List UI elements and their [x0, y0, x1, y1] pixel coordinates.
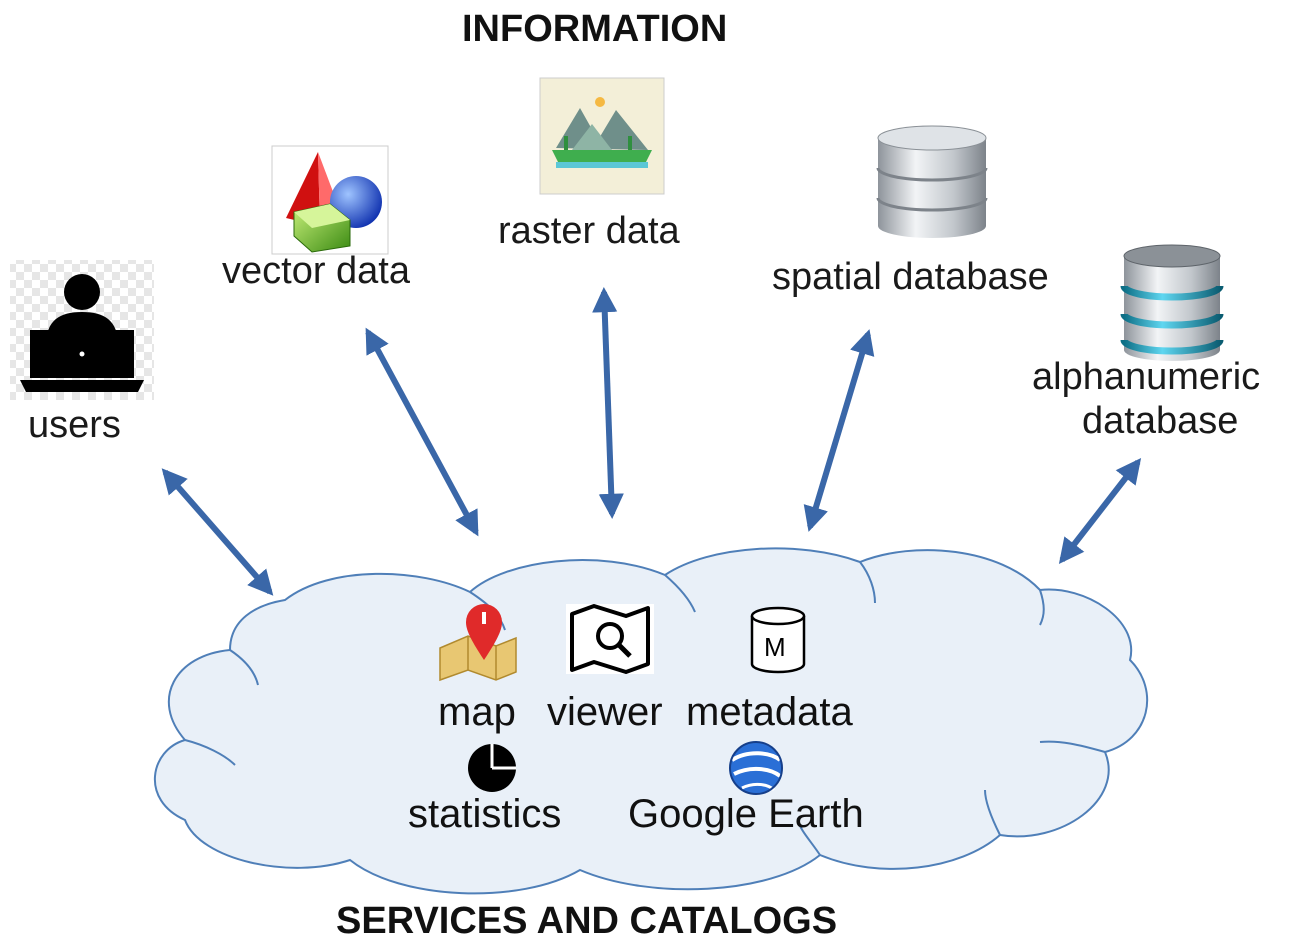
user-laptop-icon [10, 260, 154, 400]
label-raster-data: raster data [498, 210, 680, 252]
label-vector-data: vector data [222, 250, 410, 292]
arrow-users [161, 468, 274, 596]
metadata-icon-letter: M [764, 632, 786, 662]
title-information: INFORMATION [462, 8, 728, 50]
label-map: map [438, 690, 516, 734]
label-viewer: viewer [547, 690, 663, 734]
arrow-spatial [803, 329, 875, 532]
title-services-catalogs: SERVICES AND CATALOGS [336, 900, 838, 942]
landscape-icon [539, 77, 665, 195]
shapes-icon [271, 145, 389, 255]
viewer-icon [566, 604, 654, 674]
label-google-earth: Google Earth [628, 792, 864, 836]
label-statistics: statistics [408, 792, 562, 836]
google-earth-icon [729, 741, 783, 795]
label-spatial-database: spatial database [772, 256, 1049, 298]
label-alphanumeric: alphanumeric [1032, 356, 1261, 398]
arrows [161, 286, 1142, 596]
arrow-raster [592, 286, 624, 520]
map-pin-icon [439, 604, 517, 682]
metadata-icon [750, 606, 806, 674]
pie-chart-icon [468, 744, 516, 792]
label-users: users [28, 404, 121, 446]
arrow-vector [365, 327, 479, 537]
arrow-alpha [1058, 458, 1142, 564]
services-cloud [154, 547, 1149, 895]
label-database: database [1082, 400, 1239, 442]
database-blue-icon [1120, 244, 1224, 361]
label-metadata: metadata [686, 690, 853, 734]
database-icon [876, 125, 988, 238]
